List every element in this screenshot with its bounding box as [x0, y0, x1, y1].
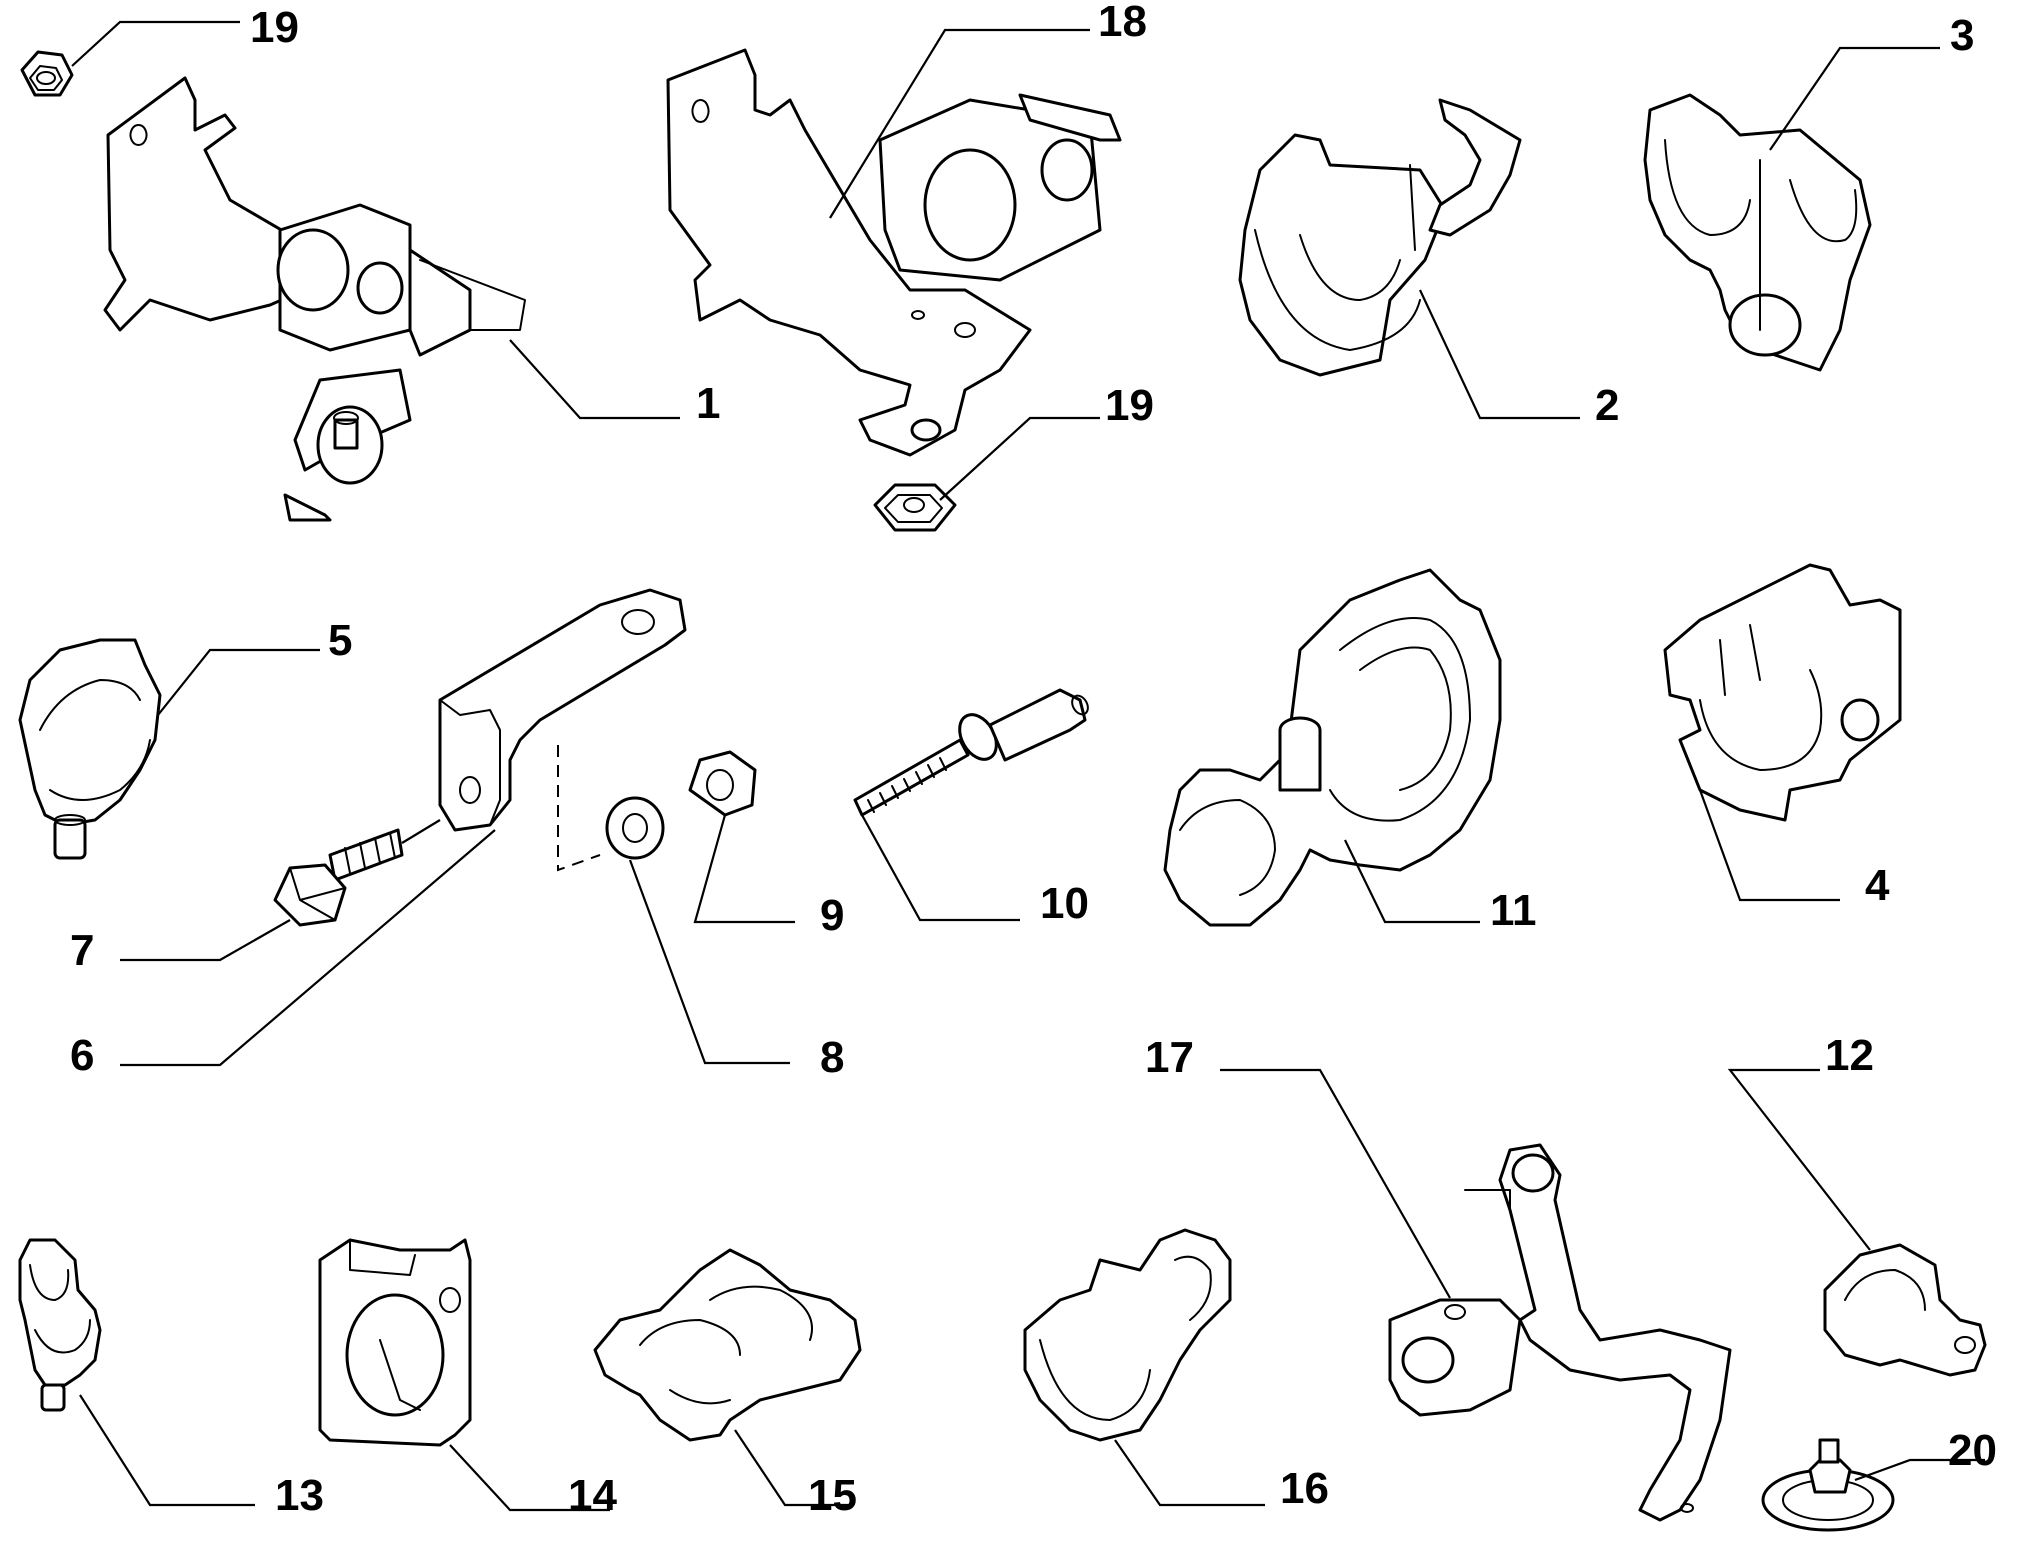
callout-19-b: 19 [1105, 381, 1154, 430]
part-6-dashed-line [557, 745, 601, 872]
callout-15: 15 [808, 1471, 857, 1520]
callout-20: 20 [1948, 1426, 1997, 1475]
leader-6 [120, 829, 496, 1067]
callout-7: 7 [70, 926, 94, 975]
leader-7-shaft [401, 819, 441, 844]
callout-8: 8 [820, 1033, 844, 1082]
callout-12: 12 [1825, 1031, 1874, 1080]
part-1-bracket-clamp [103, 76, 526, 522]
leader-2 [1419, 289, 1580, 420]
part-15-double-clip [593, 1248, 862, 1442]
part-19-nut-lower [873, 483, 957, 532]
leader-3 [1769, 46, 1940, 151]
leader-8 [628, 859, 790, 1065]
leader-11 [1344, 839, 1480, 924]
leader-7 [120, 919, 291, 962]
part-18-bracket-clamp [666, 48, 1122, 457]
callout-16: 16 [1280, 1464, 1329, 1513]
part-19-nut-top-left [20, 50, 74, 97]
leader-17 [1220, 1068, 1451, 1299]
leader-16 [1114, 1439, 1265, 1507]
part-11-multi-clamp [1163, 568, 1502, 927]
callout-19-a: 19 [250, 3, 299, 52]
callout-18: 18 [1098, 0, 1147, 46]
callout-2: 2 [1595, 381, 1619, 430]
leader-20 [1854, 1458, 1985, 1482]
leader-9 [693, 814, 795, 924]
callout-9: 9 [820, 891, 844, 940]
part-6-angle-bracket [438, 588, 687, 832]
part-9-nut [688, 750, 757, 817]
leader-14 [449, 1444, 610, 1512]
part-12-p-clip [1823, 1243, 1987, 1377]
callout-13: 13 [275, 1471, 324, 1520]
leader-12 [1727, 1068, 1871, 1251]
part-14-block-clip [318, 1238, 472, 1447]
part-8-washer [605, 796, 665, 860]
leader-18 [829, 28, 1090, 219]
callout-1: 1 [696, 379, 720, 428]
part-17-bracket-clamp [1388, 1143, 1732, 1522]
part-13-small-clip [18, 1238, 102, 1412]
leader-19-a [71, 20, 240, 67]
callout-14: 14 [568, 1471, 617, 1520]
leader-5 [157, 648, 320, 716]
part-4-clip [1663, 563, 1902, 822]
callout-10: 10 [1040, 879, 1089, 928]
leader-1 [509, 339, 680, 420]
leader-13 [79, 1394, 255, 1507]
part-2-double-clip [1238, 98, 1522, 377]
leader-19-b [939, 416, 1100, 501]
leader-10 [861, 814, 1020, 922]
part-10-stud [853, 688, 1089, 817]
part-5-clip [18, 638, 162, 860]
leader-15 [734, 1429, 850, 1507]
callout-5: 5 [328, 616, 352, 665]
part-7-bolt [273, 828, 404, 927]
callout-4: 4 [1865, 861, 1890, 910]
part-16-double-clip [1023, 1228, 1232, 1442]
part-3-triple-clip [1643, 93, 1872, 372]
leader-4 [1698, 789, 1840, 902]
callout-3: 3 [1950, 11, 1974, 60]
callout-6: 6 [70, 1031, 94, 1080]
callout-17: 17 [1145, 1033, 1194, 1082]
part-20-fastener [1761, 1438, 1895, 1532]
callout-11: 11 [1490, 886, 1537, 935]
